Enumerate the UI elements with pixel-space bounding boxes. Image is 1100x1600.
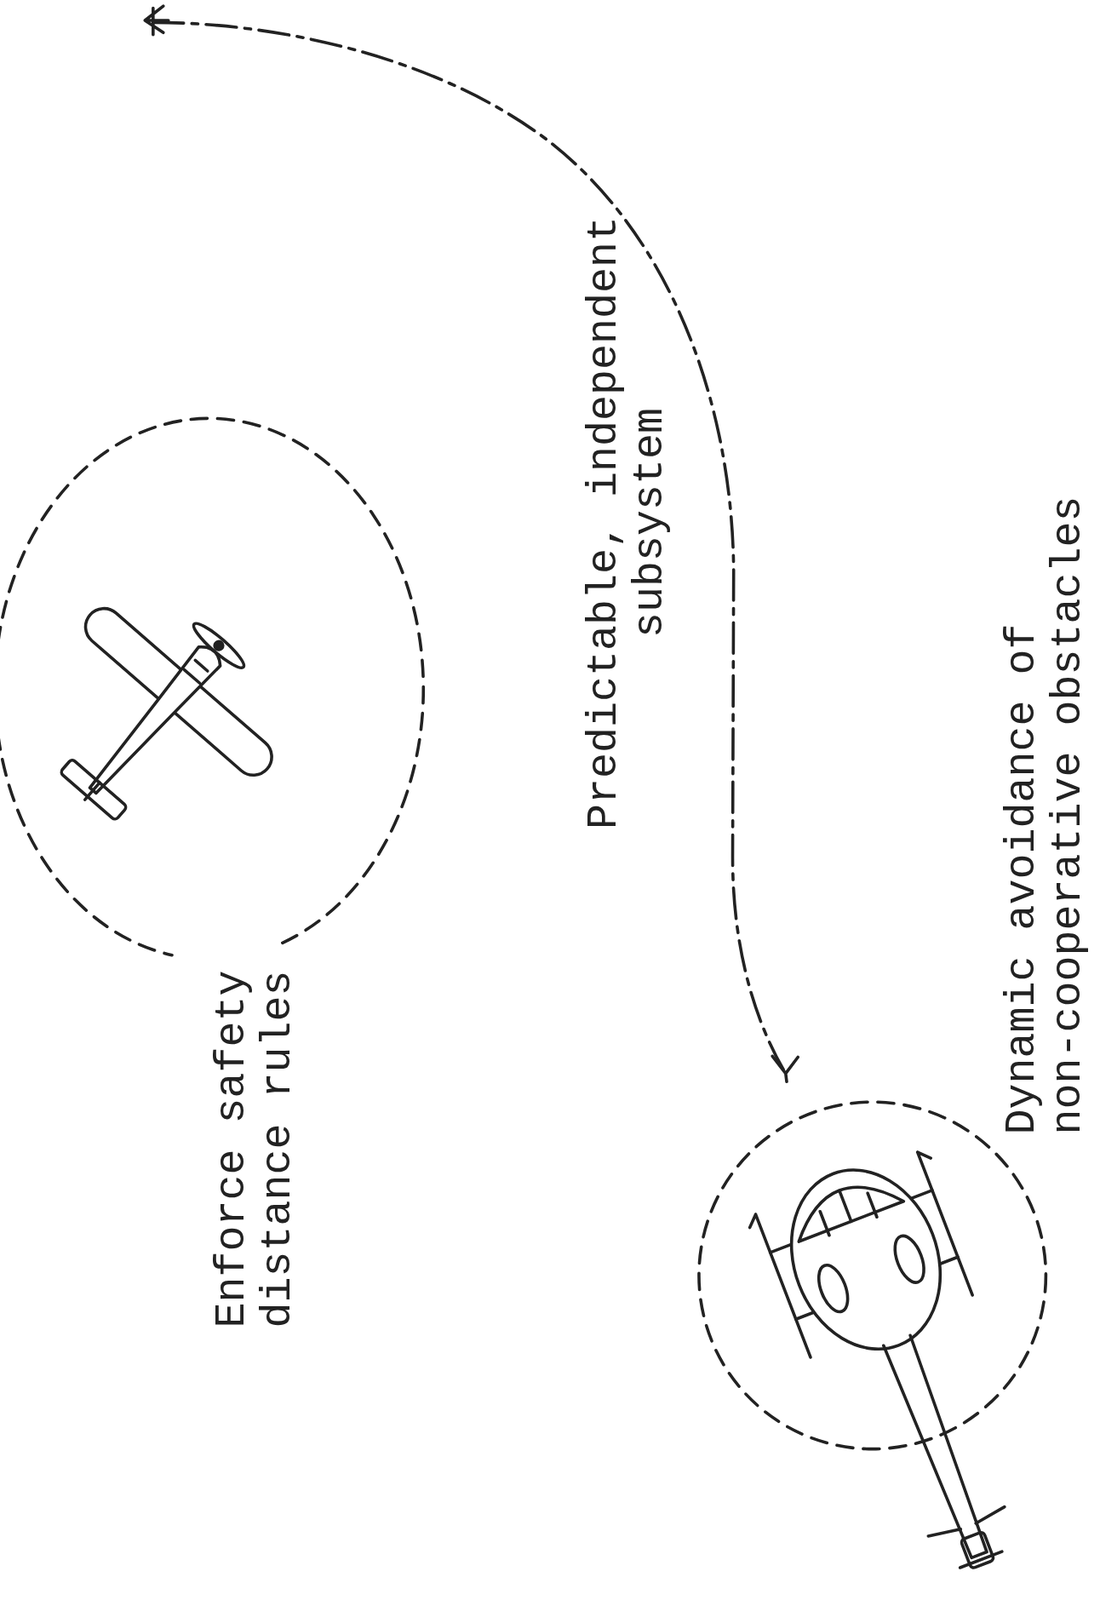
trajectory-line (153, 22, 786, 1073)
annotation-label: Predictable, independent subsystem (581, 209, 674, 836)
arrow-head (144, 5, 169, 35)
annotation-label: Enforce safety distance rules (209, 956, 302, 1328)
arrow-head (772, 1055, 798, 1082)
safety-circle (0, 418, 424, 955)
annotation-label: Dynamic avoidance of non-cooperative obs… (999, 482, 1092, 1135)
helicopter (742, 1139, 1074, 1599)
safety-circle (698, 1101, 1046, 1449)
airplane (0, 562, 312, 877)
